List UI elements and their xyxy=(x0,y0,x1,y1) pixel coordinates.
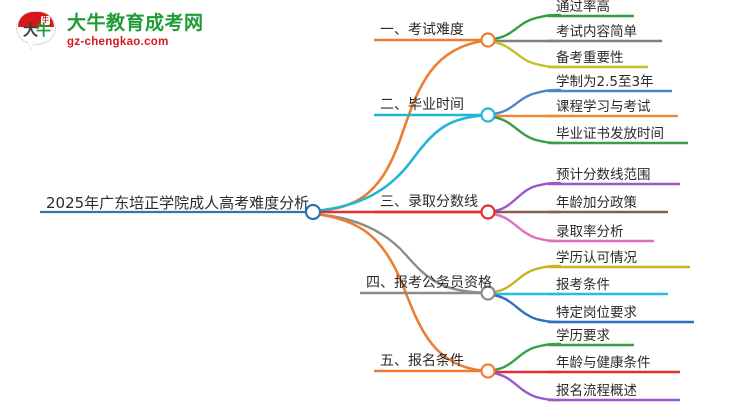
leaf-label-3-3: 录取率分析 xyxy=(556,224,624,240)
logo-red-cap-icon: 牛 xyxy=(18,12,54,27)
branch-1-child-1-curve xyxy=(490,13,562,41)
trunk-to-branch-5 xyxy=(312,212,490,373)
logo-char-niu: 牛 xyxy=(36,22,51,39)
root-node[interactable] xyxy=(304,203,322,221)
leaf-label-2-3: 毕业证书发放时间 xyxy=(556,126,664,142)
branch-label-5: 五、报名条件 xyxy=(380,353,464,369)
branch-5-child-1-curve xyxy=(490,342,562,372)
leaf-label-1-1: 通过率高 xyxy=(556,0,610,15)
logo-mark-icon: 牛 大牛 xyxy=(14,10,60,52)
branch-label-1: 一、考试难度 xyxy=(380,22,464,38)
branch-label-3: 三、录取分数线 xyxy=(380,194,478,210)
leaf-label-3-1: 预计分数线范围 xyxy=(556,167,651,183)
branch-label-2: 二、毕业时间 xyxy=(380,97,464,113)
logo-text-block: 大牛教育成考网 gz-chengkao.com xyxy=(67,13,204,49)
logo-cap-badge: 牛 xyxy=(41,16,50,25)
trunk-to-branch-4 xyxy=(312,212,490,295)
branch-2-node[interactable] xyxy=(480,107,496,123)
leaf-label-4-2: 报考条件 xyxy=(556,277,610,293)
branch-5-child-3-curve xyxy=(490,371,562,402)
logo-subtitle: gz-chengkao.com xyxy=(67,36,169,48)
root-node-label: 2025年广东培正学院成人高考难度分析 xyxy=(46,194,310,212)
branch-3-node[interactable] xyxy=(480,204,496,220)
branch-3-child-1-curve xyxy=(490,181,562,213)
leaf-label-5-2: 年龄与健康条件 xyxy=(556,355,651,371)
branch-1-child-3-curve xyxy=(490,40,562,69)
logo-title: 大牛教育成考网 xyxy=(67,13,204,34)
branch-1-node[interactable] xyxy=(480,32,496,48)
leaf-label-2-1: 学制为2.5至3年 xyxy=(556,74,654,90)
leaf-label-2-2: 课程学习与考试 xyxy=(556,99,651,115)
branch-label-4: 四、报考公务员资格 xyxy=(366,275,492,291)
site-logo: 牛 大牛 大牛教育成考网 gz-chengkao.com xyxy=(14,8,204,54)
trunk-to-branch-2 xyxy=(312,113,490,213)
logo-mark-characters: 大牛 xyxy=(21,23,51,38)
leaf-label-5-1: 学历要求 xyxy=(556,328,610,344)
branch-4-child-3-curve xyxy=(490,293,562,324)
branch-5-node[interactable] xyxy=(480,363,496,379)
leaf-label-5-3: 报名流程概述 xyxy=(556,383,637,399)
branch-4-node[interactable] xyxy=(480,285,496,301)
leaf-label-1-2: 考试内容简单 xyxy=(556,24,637,40)
logo-char-da: 大 xyxy=(22,22,38,39)
leaf-label-1-3: 备考重要性 xyxy=(556,50,624,66)
trunk-to-branch-1 xyxy=(312,38,490,213)
logo-bubble-tail-icon xyxy=(26,40,35,49)
branch-2-child-1-curve xyxy=(490,88,562,116)
leaf-label-4-1: 学历认可情况 xyxy=(556,250,637,266)
branch-4-child-1-curve xyxy=(490,264,562,294)
branch-3-child-3-curve xyxy=(490,212,562,243)
branch-2-child-3-curve xyxy=(490,115,562,145)
leaf-label-3-2: 年龄加分政策 xyxy=(556,195,637,211)
leaf-label-4-3: 特定岗位要求 xyxy=(556,305,637,321)
